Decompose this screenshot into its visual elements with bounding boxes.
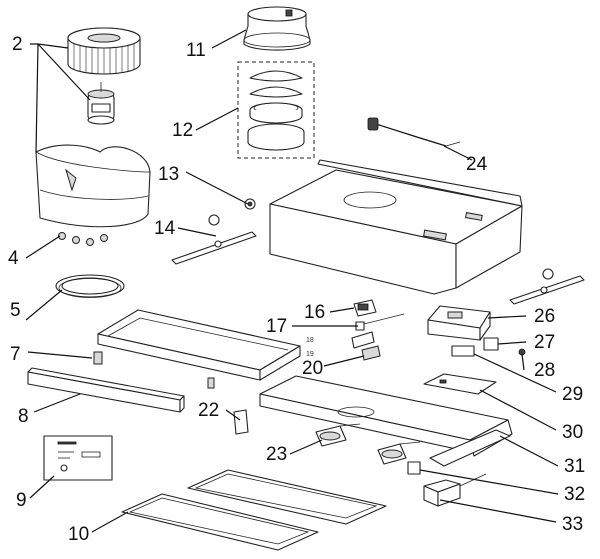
fan-wheel [67,27,141,75]
front-trim-bar [27,367,185,413]
callout-9: 9 [16,490,27,511]
blower-housing [35,144,151,228]
callout-12: 12 [172,120,193,141]
callout-32: 32 [564,484,585,505]
leader-lines [25,29,559,533]
sealing-ring [55,274,125,298]
callout-8: 8 [18,406,29,427]
push-button [407,461,421,475]
back-draft-damper [237,61,315,159]
grommets [58,232,108,246]
halogen-lamp [315,423,421,465]
clip [93,351,215,389]
callout-20: 20 [302,358,323,379]
grease-filter [121,469,387,551]
callout-4: 4 [8,248,19,269]
mounting-bracket [233,409,249,435]
terminal-block [451,345,475,357]
hood-body [269,159,523,295]
callout-5: 5 [10,300,21,321]
cover-plate [423,373,497,395]
callout-labels: 2 4 5 7 8 9 10 11 12 13 14 16 17 18 19 2… [8,34,585,545]
callout-33: 33 [562,514,583,535]
callout-31: 31 [564,456,585,477]
callout-27: 27 [534,332,555,353]
callout-24: 24 [466,154,488,175]
callout-26: 26 [534,306,555,327]
callout-7: 7 [10,344,21,365]
callout-13: 13 [158,164,179,185]
telescopic-rail-right [509,268,585,305]
capacitor [483,337,499,351]
fan-motor [87,82,115,125]
callout-17: 17 [266,316,287,337]
callout-29: 29 [562,384,583,405]
rating-label [43,435,113,481]
filter-frame [97,309,301,381]
callout-18: 18 [306,337,314,344]
power-cable [367,117,461,147]
callout-23: 23 [266,444,287,465]
switch-module [423,473,487,507]
callout-28: 28 [534,360,555,381]
control-box [427,305,491,341]
callout-22: 22 [198,400,219,421]
callout-30: 30 [562,422,583,443]
callout-14: 14 [154,218,176,239]
screw-nut [244,198,256,210]
callout-16: 16 [304,302,325,323]
bottom-plate [259,375,513,467]
callout-11: 11 [186,40,206,61]
light-switch [351,313,405,349]
duct-collar [243,6,311,51]
switch-bracket [353,299,377,317]
callout-2: 2 [12,34,23,55]
lamp-connector [361,345,381,361]
telescopic-rail-left [171,214,257,265]
callout-19: 19 [306,351,314,358]
callout-10: 10 [68,524,89,545]
